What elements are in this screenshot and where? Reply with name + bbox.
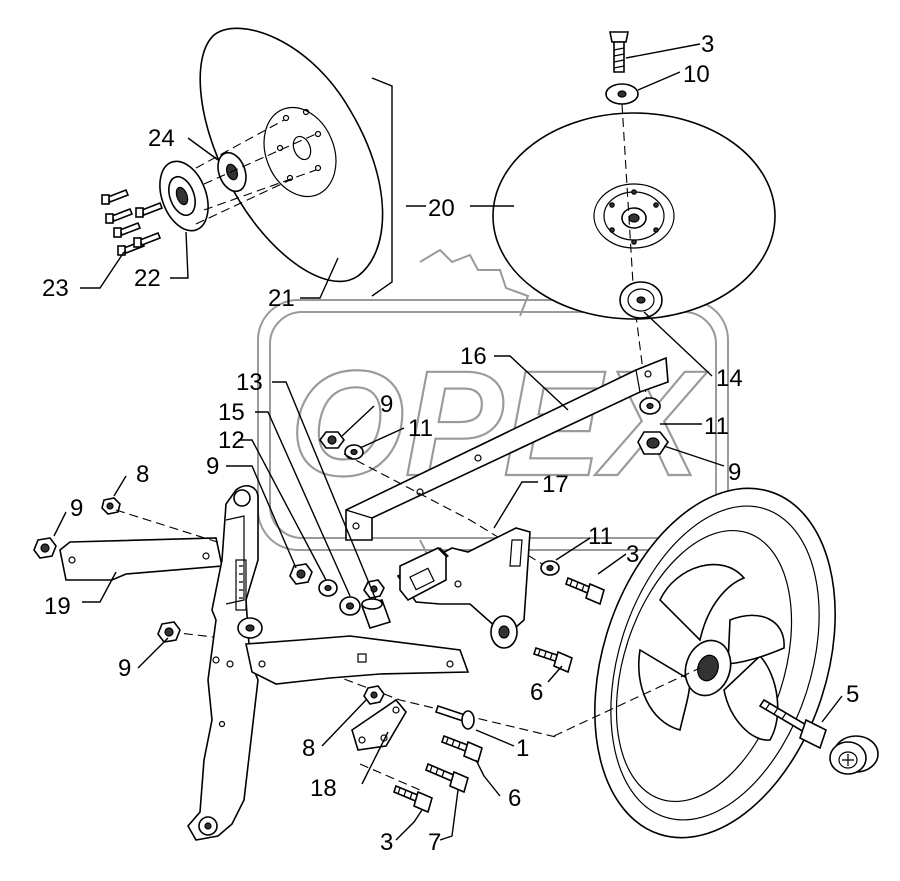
label-part-1: 1 bbox=[516, 735, 529, 762]
disc-21 bbox=[199, 27, 384, 282]
label-part-20: 20 bbox=[428, 195, 455, 222]
nut-9-mid bbox=[289, 563, 313, 585]
hub-22 bbox=[159, 160, 209, 232]
bolt-6-lower bbox=[440, 734, 483, 764]
label-part-16: 16 bbox=[460, 343, 487, 370]
group-bracket-20 bbox=[371, 77, 393, 297]
label-part-9-c: 9 bbox=[728, 459, 741, 486]
label-part-19: 19 bbox=[44, 593, 71, 620]
label-part-24: 24 bbox=[148, 125, 175, 152]
washer-11-mid bbox=[540, 560, 560, 576]
bolts-23 bbox=[101, 188, 164, 256]
label-part-13: 13 bbox=[236, 369, 263, 396]
bolt-3-mid bbox=[565, 576, 605, 606]
assembly-lines-hub bbox=[195, 119, 317, 225]
label-part-3-top: 3 bbox=[701, 31, 714, 58]
label-part-21: 21 bbox=[268, 285, 295, 312]
bolt-3-lower bbox=[393, 784, 433, 814]
frame-arm bbox=[187, 485, 263, 841]
label-part-15: 15 bbox=[218, 399, 245, 426]
bolt-5 bbox=[758, 698, 827, 750]
label-part-7: 7 bbox=[428, 829, 441, 856]
bolt-6-right bbox=[532, 646, 573, 674]
watermark-text: OPEX bbox=[290, 339, 708, 507]
bolt-7 bbox=[425, 762, 469, 794]
label-part-3-lower: 3 bbox=[380, 829, 393, 856]
label-part-18: 18 bbox=[310, 775, 337, 802]
label-part-5: 5 bbox=[846, 681, 859, 708]
label-part-9-b: 9 bbox=[206, 453, 219, 480]
hub-cap bbox=[829, 735, 879, 775]
washer-15 bbox=[339, 596, 361, 616]
axis-line-wheel bbox=[553, 667, 701, 737]
bracket-17 bbox=[396, 527, 531, 649]
pin-1 bbox=[434, 704, 475, 730]
bolt-3-top bbox=[609, 31, 629, 73]
nut-9-right bbox=[637, 431, 669, 455]
label-part-11-a: 11 bbox=[408, 415, 433, 442]
leader-lines bbox=[53, 43, 843, 841]
label-part-9-a: 9 bbox=[380, 391, 393, 418]
plate-19 bbox=[59, 537, 223, 581]
nut-8-lower bbox=[363, 685, 385, 705]
label-part-11-c: 11 bbox=[588, 523, 613, 550]
spacer-14 bbox=[619, 281, 663, 319]
axis-line-plate bbox=[115, 509, 231, 547]
nut-9-lower bbox=[157, 621, 181, 643]
watermark: OPEX bbox=[257, 248, 729, 591]
label-part-10: 10 bbox=[683, 61, 710, 88]
label-part-12: 12 bbox=[218, 427, 245, 454]
nut-9-left bbox=[33, 537, 57, 559]
wheel bbox=[594, 487, 836, 839]
label-part-6-a: 6 bbox=[530, 679, 543, 706]
label-part-9-e: 9 bbox=[118, 655, 131, 682]
nut-8-top bbox=[101, 497, 121, 515]
label-part-22: 22 bbox=[134, 265, 161, 292]
plate-18 bbox=[351, 698, 407, 751]
label-part-6-b: 6 bbox=[508, 785, 521, 812]
label-part-14: 14 bbox=[716, 365, 743, 392]
washer-12 bbox=[318, 579, 338, 597]
label-part-3-mid: 3 bbox=[626, 541, 639, 568]
disc-20 bbox=[492, 112, 776, 320]
label-part-17: 17 bbox=[542, 471, 569, 498]
washer-11-upper bbox=[344, 444, 364, 460]
washer-10 bbox=[605, 83, 639, 105]
label-part-11-b: 11 bbox=[704, 413, 729, 440]
label-part-9-d: 9 bbox=[70, 495, 83, 522]
axis-line-upper bbox=[343, 453, 553, 571]
label-part-23: 23 bbox=[42, 275, 69, 302]
link-plate bbox=[245, 635, 470, 685]
part-labels: 3 10 24 20 23 22 21 14 16 13 9 15 11 12 … bbox=[42, 31, 859, 856]
washer-11-right bbox=[639, 397, 661, 415]
arm-16 bbox=[345, 356, 669, 541]
spacer-13 bbox=[360, 598, 392, 629]
label-part-8-b: 8 bbox=[302, 735, 315, 762]
label-part-8-a: 8 bbox=[136, 461, 149, 488]
nut-9-upper bbox=[319, 431, 345, 449]
axis-line-plate-18 bbox=[359, 763, 421, 791]
